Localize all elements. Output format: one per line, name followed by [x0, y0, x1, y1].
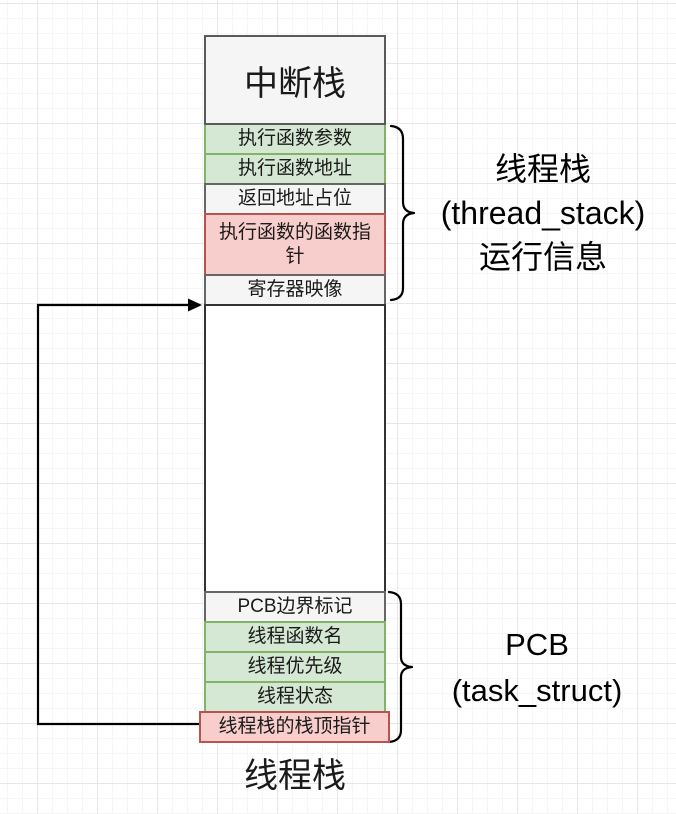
- stack-row: 执行函数参数: [204, 123, 386, 155]
- annotation-thread-stack-line1: 线程栈: [494, 151, 591, 187]
- stack-row-label: 返回地址占位: [237, 188, 352, 209]
- stack-row: 返回地址占位: [204, 183, 386, 215]
- stack-row: 执行函数地址: [204, 153, 386, 185]
- arrowhead-icon: [188, 298, 202, 312]
- stack-row: 线程状态: [204, 681, 386, 713]
- interrupt-stack-title: 中断栈: [244, 64, 346, 103]
- thread-stack-caption: 线程栈: [244, 757, 346, 795]
- stack-pointer-arrow: [36, 298, 202, 726]
- annotation-thread-stack: 线程栈 (thread_stack) 运行信息: [411, 147, 675, 279]
- stack-row-empty: [204, 304, 386, 593]
- memory-stack: 中断栈 执行函数参数执行函数地址返回地址占位执行函数的函数指针寄存器映像 PCB边…: [199, 35, 390, 743]
- stack-row: PCB边界标记: [204, 591, 386, 623]
- stack-row: 线程栈的栈顶指针: [199, 711, 390, 743]
- interrupt-stack-title-box: 中断栈: [204, 35, 386, 125]
- annotation-pcb-line2: (task_struct): [451, 673, 623, 708]
- stack-row-label: 线程状态: [256, 686, 333, 707]
- annotation-pcb-line1: PCB: [505, 627, 569, 662]
- stack-row-label: 执行函数地址: [237, 158, 352, 179]
- annotation-thread-stack-line3: 运行信息: [478, 239, 607, 275]
- stack-row-label: 寄存器映像: [247, 279, 343, 300]
- annotation-thread-stack-line2: (thread_stack): [440, 195, 646, 231]
- stack-rows: 执行函数参数执行函数地址返回地址占位执行函数的函数指针寄存器映像 PCB边界标记线…: [199, 123, 390, 743]
- stack-row-label: 执行函数的函数指针: [218, 221, 371, 267]
- stack-row-label: 执行函数参数: [237, 128, 352, 149]
- stack-row-label: PCB边界标记: [237, 596, 353, 617]
- stack-row: 线程函数名: [204, 621, 386, 653]
- stack-row-label: 线程优先级: [247, 656, 343, 677]
- stack-row: 线程优先级: [204, 651, 386, 683]
- stack-row: 寄存器映像: [204, 274, 386, 306]
- stack-row-label: 线程函数名: [247, 626, 343, 647]
- annotation-pcb: PCB (task_struct): [407, 622, 667, 714]
- stack-row: 执行函数的函数指针: [204, 213, 386, 276]
- stack-row-label: 线程栈的栈顶指针: [218, 716, 371, 737]
